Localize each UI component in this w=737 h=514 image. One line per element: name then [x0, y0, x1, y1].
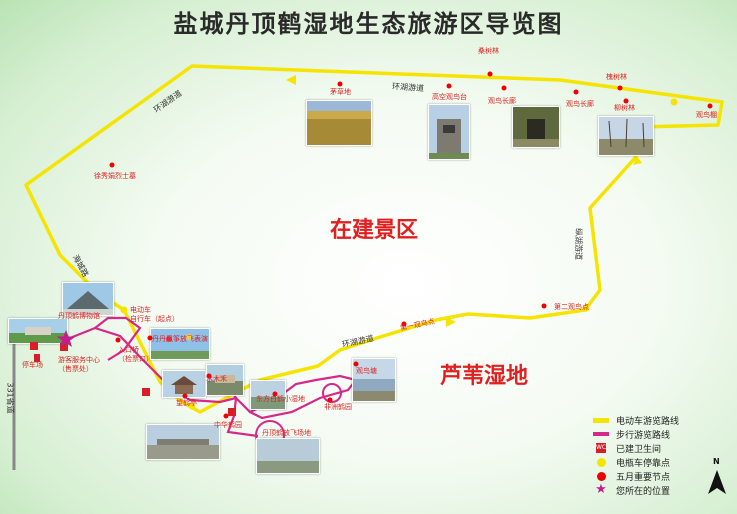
you-are-here-star-icon — [56, 330, 76, 347]
zone-reed-wetland-label: 芦苇湿地 — [440, 364, 529, 389]
star-icon: ★ — [595, 482, 607, 497]
dot-wang-he-ting — [182, 393, 188, 399]
label-xu-xiu-juan: 徐秀娟烈士墓 — [94, 172, 136, 180]
label-wang-he-ting: 望鹤亭 — [176, 399, 197, 407]
walking-route-branch-2 — [249, 379, 357, 420]
photo-thatch-grass — [306, 100, 372, 146]
walking-route-branch-3 — [94, 316, 142, 361]
photo-bird-corridor — [512, 106, 560, 148]
ev-stop-south — [188, 402, 196, 410]
photo-crane-museum — [62, 282, 114, 316]
label-visitor-center: 游客服务中心 （售票处） — [58, 356, 100, 373]
dot-guan-niao-tang — [353, 361, 359, 367]
compass-north-label: N — [713, 457, 720, 466]
legend-walking-route: 步行游览路线 — [592, 428, 671, 441]
label-crane-museum: 丹顶鹤博物馆 — [58, 312, 100, 320]
dot-liu-shu — [623, 98, 629, 104]
label-fei-zhou: 非洲鹤园 — [324, 403, 352, 411]
label-ev-start: 电动车 自行车（起点） — [130, 306, 179, 323]
photo-crane-release — [256, 438, 320, 474]
label-corridor-2: 观鸟长廊 — [566, 100, 594, 108]
photo-kite-show — [150, 328, 210, 360]
legend-label: 您所在的位置 — [616, 486, 671, 497]
legend-ev-stop: 电瓶车停靠点 — [592, 456, 671, 469]
toilet-icon — [228, 408, 236, 416]
purple-line-icon — [592, 432, 610, 436]
compass-icon — [708, 470, 726, 494]
ev-stop-east — [582, 304, 590, 312]
label-guan-niao-peng: 观鸟棚 — [696, 111, 717, 119]
dot-di-er — [541, 303, 547, 309]
dot-mao-cao-di — [337, 81, 343, 87]
photo-visitor-center — [8, 318, 68, 344]
dot-guan-niao-peng — [707, 103, 713, 109]
dot-entrance-bridge — [115, 337, 121, 343]
photo-white-crane — [250, 380, 286, 410]
legend-label: 已建卫生间 — [616, 444, 662, 455]
label-huai-shu: 槐树林 — [606, 73, 627, 81]
walking-loop-circle-2 — [322, 383, 342, 403]
toilet-icon: WC — [596, 443, 607, 453]
label-mao-cao-di: 茅草地 — [330, 88, 351, 96]
zone-construction-label: 在建景区 — [330, 218, 419, 243]
yellow-line-icon — [592, 417, 610, 423]
toilet-icon — [30, 342, 38, 350]
photo-bird-pond — [352, 358, 396, 402]
legend-label: 电动车游览路线 — [616, 416, 680, 427]
label-corridor-1: 观鸟长廊 — [488, 97, 516, 105]
dot-dong-fang — [272, 391, 278, 397]
legend-toilet: WC 已建卫生间 — [592, 442, 662, 455]
dot-xu-xiu-juan — [109, 162, 115, 168]
toilet-icon — [60, 343, 68, 351]
dot-gao-kong — [446, 83, 452, 89]
photo-water-wood — [206, 364, 244, 396]
label-sang-shu: 桑树林 — [478, 47, 499, 55]
map-title: 盐城丹顶鹤湿地生态旅游区导览图 — [173, 10, 564, 38]
route-arrow-top — [286, 75, 296, 85]
ev-stop-top-right — [670, 98, 678, 106]
legend-electric-route: 电动车游览路线 — [592, 414, 680, 427]
label-parking: 停车场 — [22, 361, 43, 369]
photo-watch-tower — [428, 104, 470, 160]
parking-icon — [34, 354, 40, 362]
label-guan-niao-tang: 观鸟塘 — [356, 367, 377, 375]
label-crane-release: 丹顶鹤放飞场地 — [262, 429, 311, 437]
dot-huai-shu — [617, 85, 623, 91]
label-entrance-bridge: 入口桥 （检票口） — [118, 346, 153, 363]
label-di-er: 第二观鸟点 — [554, 303, 589, 311]
label-dong-fang: 东方白鹤小湿地 — [256, 395, 305, 403]
dot-china-crane — [223, 413, 229, 419]
dot-fei-zhou — [327, 397, 333, 403]
route-arrow-mid — [446, 317, 456, 327]
route-arrow-right — [633, 156, 642, 165]
label-shui-mu-he: 水木禾 — [206, 375, 227, 383]
dot-corridor-1 — [501, 85, 507, 91]
dot-corridor-2 — [573, 89, 579, 95]
photo-china-crane-garden — [146, 424, 220, 460]
legend-label: 步行游览路线 — [616, 430, 671, 441]
legend-label: 电瓶车停靠点 — [616, 458, 671, 469]
legend-you-are-here: ★ 您所在的位置 — [592, 482, 671, 497]
electric-vehicle-route — [24, 64, 724, 414]
label-china-crane: 中华鹤园 — [214, 421, 242, 429]
label-liu-shu: 柳树林 — [614, 104, 635, 112]
toilet-icon — [142, 388, 150, 396]
dot-sang-shu — [487, 71, 493, 77]
yellow-dot-icon — [592, 457, 610, 467]
ev-stop-start — [120, 306, 128, 314]
dot-shui-mu — [206, 373, 212, 379]
label-flying-show: 丹丹风筝放飞表演 — [152, 335, 208, 343]
dot-flying-show — [147, 335, 153, 341]
red-dot-icon — [592, 471, 610, 481]
legend-key-node: 五月重要节点 — [592, 470, 671, 483]
walking-route-main — [40, 326, 357, 414]
legend-label: 五月重要节点 — [616, 472, 671, 483]
photo-willow-grove — [598, 116, 654, 156]
dot-di-yi — [401, 321, 407, 327]
label-gao-kong: 高空观鸟台 — [432, 93, 467, 101]
